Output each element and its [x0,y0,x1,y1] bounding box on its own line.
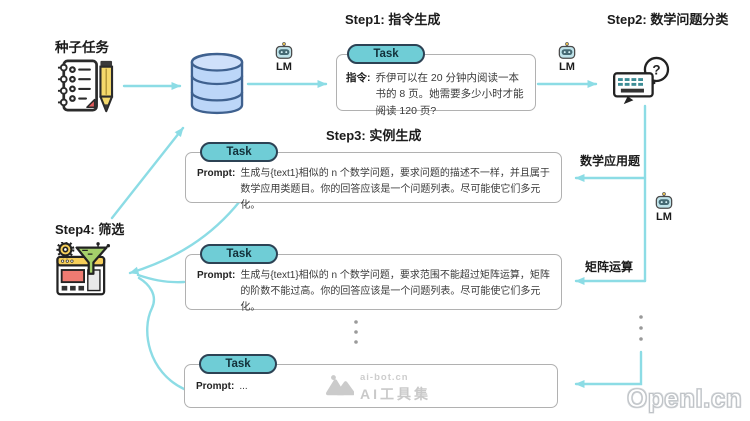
instruction-label: 指令: [346,72,371,84]
lm-robot-2: LM [551,42,583,73]
step1-title: Step1: 指令生成 [345,12,441,27]
dots-right [639,315,643,319]
robot-icon [655,192,673,209]
robot-icon [558,42,576,59]
step3-task-box-3: Task Prompt: ... [184,354,558,408]
prompt-label: Prompt: [197,270,236,281]
lm-robot-3: LM [648,192,680,223]
task-tab: Task [200,142,278,162]
prompt-text: 生成与{text1}相似的 n 个数学问题，要求范围不能超过矩阵运算，矩阵的阶数… [240,270,550,313]
database-icon [190,52,244,115]
arrow-filter-to-database [110,126,185,220]
svg-text:?: ? [652,62,660,77]
prompt-label: Prompt: [196,381,235,392]
step3-title: Step3: 实例生成 [326,128,422,143]
step3-task-box-2: Task Prompt: 生成与{text1}相似的 n 个数学问题，要求范围不… [185,244,562,313]
lm-label: LM [656,211,672,223]
step1-task-box: Task 指令: 乔伊可以在 20 分钟内阅读一本书的 8 页。她需要多少小时才… [336,44,536,117]
watermark-url: ai-bot.cn [360,372,409,383]
lm-label: LM [276,61,292,73]
robot-icon [275,42,293,59]
prompt-text: ... [239,381,248,392]
lm-label: LM [559,61,575,73]
filter-window-icon [56,242,111,296]
corner-watermark: OpenI.cn [626,382,743,413]
lm-robot-1: LM [268,42,300,73]
branch-label-matrix: 矩阵运算 [585,260,634,274]
ai-bot-logo-icon [326,375,354,396]
curve-box2-to-filter [136,273,186,284]
watermark-name: AI工具集 [360,386,431,402]
prompt-label: Prompt: [197,168,236,179]
step2-title: Step2: 数学问题分类 [607,12,729,27]
task-tab: Task [200,244,278,264]
prompt-text: 生成与{text1}相似的 n 个数学问题，要求问题的描述不一样，并且属于数学应… [240,168,550,211]
branch-label-math-word: 数学应用题 [580,154,641,168]
step3-task-box-1: Task Prompt: 生成与{text1}相似的 n 个数学问题，要求问题的… [185,142,562,211]
center-watermark: ai-bot.cn AI工具集 [326,372,431,404]
step4-title: Step4: 筛选 [55,222,125,237]
arrow-branch-more [574,350,643,388]
instruction-text: 乔伊可以在 20 分钟内阅读一本书的 8 页。她需要多少小时才能阅读 120 页… [375,72,524,117]
curve-box1-to-filter [128,199,242,275]
dots-center [354,320,358,324]
task-tab: Task [199,354,277,374]
curve-box3-to-filter [137,276,186,391]
task-tab: Task [347,44,425,64]
seed-task-label: 种子任务 [55,40,109,55]
classifier-question-icon: ? [613,56,670,105]
notebook-pencil-icon [57,59,114,113]
ellipsis-dots [354,315,643,344]
